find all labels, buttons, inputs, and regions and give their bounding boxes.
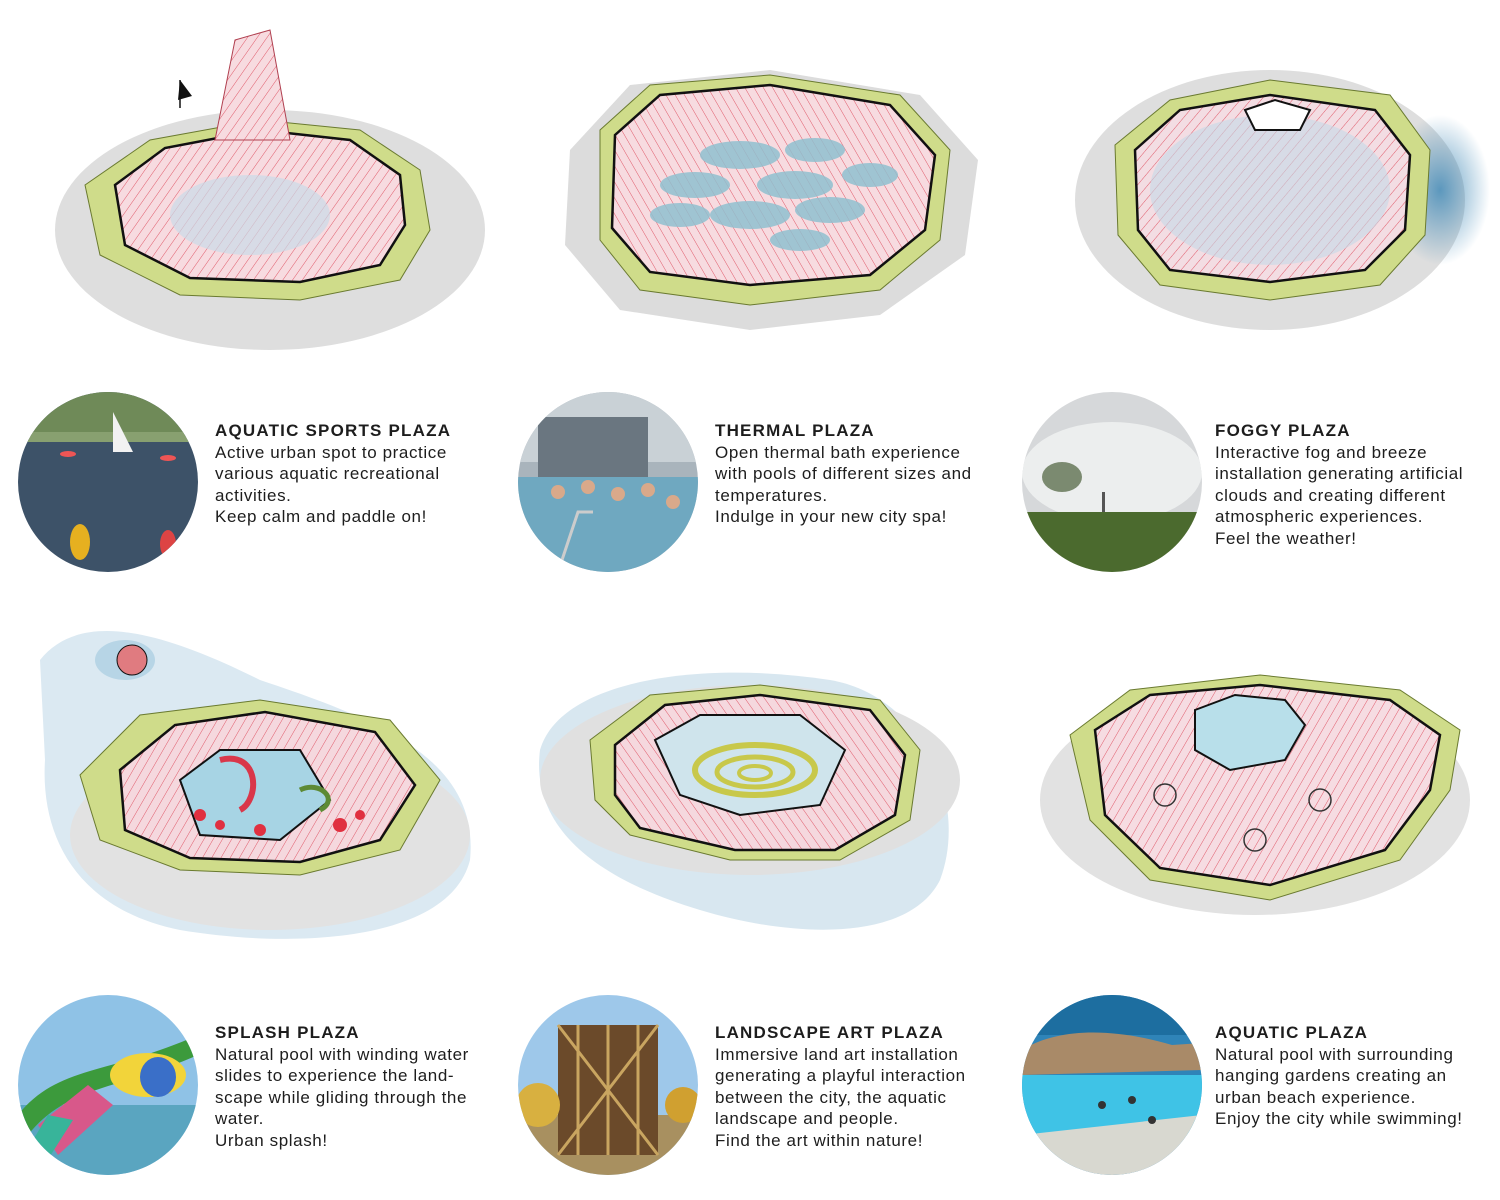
plaza-description-line: Active urban spot to practice bbox=[215, 442, 447, 462]
foggy-caption: FOGGY PLAZA Interactive fog and breeze i… bbox=[1215, 420, 1500, 549]
aquatic-sports-caption: AQUATIC SPORTS PLAZA Active urban spot t… bbox=[215, 420, 505, 528]
plaza-description-line: various aquatic recreational bbox=[215, 464, 440, 483]
thermal-caption: THERMAL PLAZA Open thermal bath experien… bbox=[715, 420, 1005, 528]
foggy-plaza-rendering bbox=[1075, 70, 1490, 330]
plaza-description-line: with pools of different sizes and bbox=[715, 464, 972, 483]
thermal-plaza-rendering bbox=[565, 70, 978, 330]
plaza-description-line: water. bbox=[215, 1109, 264, 1128]
foggy-photo bbox=[1022, 392, 1202, 572]
plaza-description-line: Indulge in your new city spa! bbox=[715, 507, 947, 526]
aquatic-sports-photo bbox=[18, 392, 198, 572]
plaza-description-line: scape while gliding through the bbox=[215, 1087, 468, 1107]
plaza-title: FOGGY PLAZA bbox=[1215, 421, 1351, 440]
plaza-cell-aquatic-sports: AQUATIC SPORTS PLAZA Active urban spot t… bbox=[0, 0, 500, 600]
plaza-title: SPLASH PLAZA bbox=[215, 1023, 360, 1042]
plaza-cell-landscape-art: LANDSCAPE ART PLAZA Immersive land art i… bbox=[500, 600, 1000, 1200]
plaza-description-line: hanging gardens creating an bbox=[1215, 1066, 1447, 1085]
plaza-title: THERMAL PLAZA bbox=[715, 421, 875, 440]
plaza-description-line: Open thermal bath experience bbox=[715, 442, 961, 462]
aquatic-photo bbox=[1022, 995, 1202, 1175]
plaza-description-line: between the city, the aquatic bbox=[715, 1087, 947, 1107]
plaza-description-line: landscape and people. bbox=[715, 1109, 899, 1128]
plaza-title: AQUATIC SPORTS PLAZA bbox=[215, 421, 452, 440]
splash-photo bbox=[18, 995, 198, 1175]
splash-plaza-rendering bbox=[40, 631, 471, 939]
landscape-art-photo bbox=[518, 995, 698, 1175]
plaza-description-line: Find the art within nature! bbox=[715, 1130, 924, 1150]
thermal-photo bbox=[518, 392, 698, 572]
plaza-title: LANDSCAPE ART PLAZA bbox=[715, 1023, 944, 1042]
splash-caption: SPLASH PLAZA Natural pool with winding w… bbox=[215, 1022, 505, 1151]
plaza-description-line: generating a playful interaction bbox=[715, 1066, 966, 1085]
plaza-description-line: slides to experience the land- bbox=[215, 1066, 455, 1085]
aquatic-plaza-rendering bbox=[1040, 674, 1470, 915]
plaza-cell-foggy: FOGGY PLAZA Interactive fog and breeze i… bbox=[1000, 0, 1500, 600]
plaza-description-line: Natural pool with surrounding bbox=[1215, 1044, 1454, 1064]
plaza-description-line: activities. bbox=[215, 485, 292, 505]
plaza-description-line: Interactive fog and breeze bbox=[1215, 442, 1428, 462]
plaza-description-line: urban beach experience. bbox=[1215, 1087, 1416, 1107]
aquatic-sports-plaza-rendering bbox=[55, 29, 485, 350]
plaza-description-line: Natural pool with winding water bbox=[215, 1044, 469, 1064]
plaza-description-line: temperatures. bbox=[715, 485, 828, 505]
landscape-art-caption: LANDSCAPE ART PLAZA Immersive land art i… bbox=[715, 1022, 1005, 1151]
plaza-description-line: atmospheric experiences. bbox=[1215, 507, 1424, 526]
plaza-cell-aquatic: AQUATIC PLAZA Natural pool with surround… bbox=[1000, 600, 1500, 1200]
plaza-title: AQUATIC PLAZA bbox=[1215, 1023, 1369, 1042]
plaza-description-line: Urban splash! bbox=[215, 1130, 328, 1150]
plaza-cell-splash: SPLASH PLAZA Natural pool with winding w… bbox=[0, 600, 500, 1200]
aquatic-caption: AQUATIC PLAZA Natural pool with surround… bbox=[1215, 1022, 1500, 1130]
plaza-description-line: Enjoy the city while swimming! bbox=[1215, 1109, 1463, 1128]
plaza-description-line: installation generating artificial bbox=[1215, 464, 1464, 483]
plaza-description-line: Feel the weather! bbox=[1215, 528, 1357, 548]
plaza-description-line: Immersive land art installation bbox=[715, 1044, 959, 1064]
plaza-description-line: Keep calm and paddle on! bbox=[215, 507, 427, 526]
landscape-art-plaza-rendering bbox=[539, 672, 960, 930]
plaza-description-line: clouds and creating different bbox=[1215, 485, 1446, 505]
plaza-cell-thermal: THERMAL PLAZA Open thermal bath experien… bbox=[500, 0, 1000, 600]
